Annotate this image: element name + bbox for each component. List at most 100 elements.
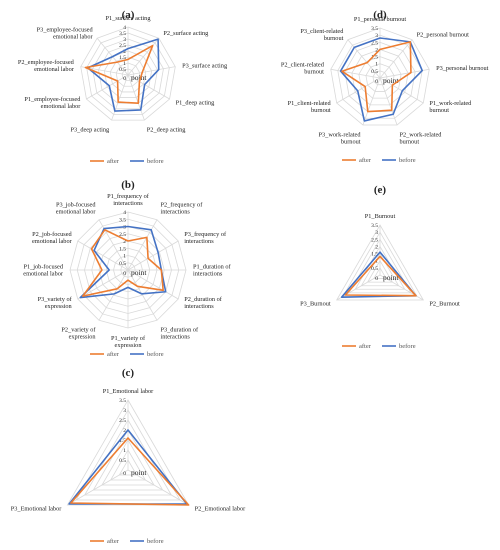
- axis-spoke: [111, 74, 129, 121]
- radial-tick-label: 1: [123, 61, 126, 67]
- category-label: P2_personal burnout: [417, 31, 470, 38]
- radial-tick-label: 0.5: [119, 261, 126, 267]
- radial-tick-label: 3.5: [119, 217, 126, 223]
- radial-tick-label: 0: [123, 271, 126, 277]
- center-label: point: [383, 76, 399, 85]
- radial-tick-label: 2: [123, 428, 126, 434]
- grid-ring: [109, 449, 147, 481]
- radial-tick-label: 2: [123, 49, 126, 55]
- grid-ring: [118, 459, 138, 476]
- radial-tick-label: 3: [123, 37, 126, 43]
- grid-ring: [92, 429, 164, 491]
- axis-spoke: [379, 77, 398, 126]
- category-label: P3_surface acting: [182, 62, 228, 69]
- axis-spoke: [77, 240, 129, 271]
- axis-spoke: [127, 219, 158, 271]
- radial-tick-label: 2.5: [371, 237, 378, 243]
- axis-spoke: [330, 68, 381, 79]
- axis-spoke: [347, 39, 381, 79]
- radial-tick-label: 0.5: [371, 266, 378, 272]
- radial-tick-label: 2.5: [119, 232, 126, 238]
- legend-label: before: [399, 157, 416, 164]
- radial-tick-label: 0: [375, 276, 378, 282]
- grid-ring: [92, 38, 164, 110]
- grid-ring: [86, 32, 170, 115]
- radial-tick-label: 3.5: [371, 223, 378, 229]
- axis-spoke: [127, 269, 158, 321]
- category-label: P3_Emotional labor: [11, 506, 62, 513]
- radar-chart-3: (d) 0.511.5 22.533.5 0 point P1_personal burn…: [281, 9, 489, 164]
- radial-tick-label: 2: [375, 47, 378, 53]
- center-label: point: [131, 73, 147, 82]
- center-label: point: [383, 273, 399, 282]
- category-label: P2_surface acting: [163, 30, 209, 37]
- grid-ring: [336, 224, 424, 301]
- legend-label: before: [147, 538, 164, 545]
- category-label: P1_Emotional labor: [103, 388, 154, 395]
- grid-ring: [365, 63, 395, 92]
- category-label: P3_personal burnout: [436, 65, 489, 72]
- grid-ring: [115, 62, 141, 87]
- series-line-after: [84, 44, 154, 104]
- series-line-after: [81, 229, 164, 297]
- radial-tick-label: 0.5: [119, 458, 126, 464]
- panel-label: (c): [122, 367, 135, 379]
- radial-tick-label: 2.5: [119, 418, 126, 424]
- radial-tick-label: 2: [375, 244, 378, 250]
- grid-ring: [366, 259, 394, 283]
- series-line-after: [341, 41, 412, 113]
- radial-tick-label: 0.5: [371, 69, 378, 75]
- grid-ring: [351, 49, 409, 106]
- radial-tick-label: 2.5: [371, 40, 378, 46]
- radial-tick-label: 1.5: [119, 55, 126, 61]
- axis-spoke: [127, 469, 189, 506]
- axis-spoke: [336, 274, 381, 301]
- radial-tick-label: 4: [123, 210, 126, 216]
- category-label: P2_deep acting: [147, 127, 186, 134]
- category-label: P3_Burnout: [300, 301, 331, 308]
- radial-tick-label: 1: [123, 448, 126, 454]
- radial-tick-label: 4: [123, 25, 126, 31]
- grid-ring: [360, 252, 400, 287]
- panel-label: (d): [373, 9, 387, 21]
- grid-ring: [348, 238, 412, 294]
- radial-tick-label: 0.5: [119, 67, 126, 73]
- radial-tick-label: 0: [375, 79, 378, 85]
- panel-label: (b): [121, 179, 135, 191]
- grid-ring: [109, 56, 147, 93]
- legend-label: after: [107, 158, 120, 165]
- panel-label: (a): [122, 9, 135, 21]
- radial-tick-label: 0: [123, 471, 126, 477]
- radial-tick-label: 1: [123, 254, 126, 260]
- radial-tick-label: 2: [123, 239, 126, 245]
- series-line-after: [344, 255, 417, 297]
- category-label: P2_Emotional labor: [195, 506, 246, 513]
- axis-spoke: [86, 74, 129, 100]
- grid-ring: [373, 267, 387, 279]
- center-label: point: [131, 468, 147, 477]
- radial-tick-label: 1.5: [371, 55, 378, 61]
- grid-ring: [330, 27, 430, 126]
- radial-tick-label: 1: [375, 62, 378, 68]
- radial-tick-label: 3: [375, 33, 378, 39]
- radial-tick-label: 3: [375, 230, 378, 236]
- radial-tick-label: 0: [123, 76, 126, 82]
- series-line-after: [70, 437, 190, 506]
- category-label: P1_surface acting: [106, 15, 152, 22]
- radial-tick-label: 1.5: [119, 438, 126, 444]
- axis-spoke: [127, 74, 145, 121]
- category-label: P1_personal burnout: [354, 16, 407, 23]
- radial-tick-label: 3.5: [371, 26, 378, 32]
